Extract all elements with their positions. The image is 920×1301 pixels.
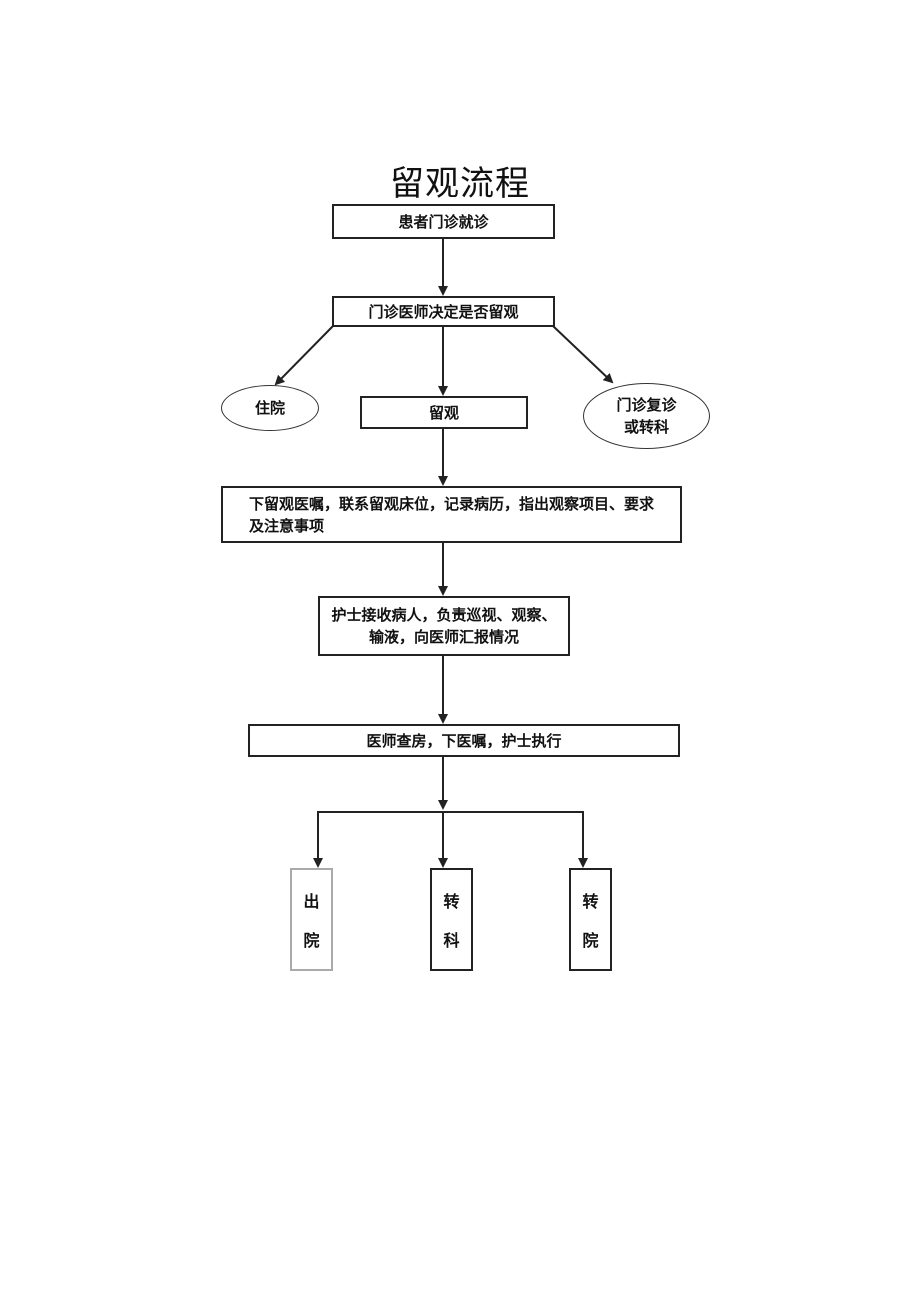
node-decide: 门诊医师决定是否留观 <box>332 296 555 327</box>
node-orders: 下留观医嘱，联系留观床位，记录病历，指出观察项目、要求 及注意事项 <box>221 486 682 543</box>
node-visit: 患者门诊就诊 <box>332 204 555 239</box>
node-transfer-dept-char1: 转 <box>443 891 460 911</box>
arrow-decide-to-referral <box>552 325 614 384</box>
node-transfer-hosp-char2: 院 <box>582 931 599 951</box>
node-orders-line2: 及注意事项 <box>248 516 324 535</box>
node-referral: 门诊复诊 或转科 <box>583 383 710 449</box>
node-referral-line1: 门诊复诊 <box>616 396 677 414</box>
node-discharge: 出 院 <box>290 868 333 971</box>
branch-line <box>317 811 584 864</box>
node-inpatient: 住院 <box>221 385 319 431</box>
node-inpatient-label: 住院 <box>254 399 285 417</box>
node-nurse-line2: 输液，向医师汇报情况 <box>368 628 519 646</box>
node-transfer-hosp: 转 院 <box>569 868 612 971</box>
node-transfer-dept: 转 科 <box>430 868 473 971</box>
node-referral-line2: 或转科 <box>623 418 669 436</box>
node-transfer-hosp-char1: 转 <box>582 891 599 911</box>
arrow-decide-to-inpatient <box>274 325 334 386</box>
node-rounds: 医师查房，下医嘱，护士执行 <box>248 724 680 757</box>
node-discharge-char2: 院 <box>303 931 320 951</box>
node-rounds-label: 医师查房，下医嘱，护士执行 <box>366 731 562 750</box>
node-visit-label: 患者门诊就诊 <box>398 212 489 231</box>
page-title: 留观流程 <box>390 164 530 204</box>
node-discharge-char1: 出 <box>303 891 320 911</box>
node-nurse: 护士接收病人，负责巡视、观察、 输液，向医师汇报情况 <box>318 596 570 656</box>
node-decide-label: 门诊医师决定是否留观 <box>368 302 519 321</box>
node-transfer-dept-char2: 科 <box>443 931 460 951</box>
node-orders-line1: 下留观医嘱，联系留观床位，记录病历，指出观察项目、要求 <box>248 494 654 513</box>
node-observe: 留观 <box>360 396 528 429</box>
node-observe-label: 留观 <box>428 403 459 422</box>
node-nurse-line1: 护士接收病人，负责巡视、观察、 <box>331 606 557 624</box>
